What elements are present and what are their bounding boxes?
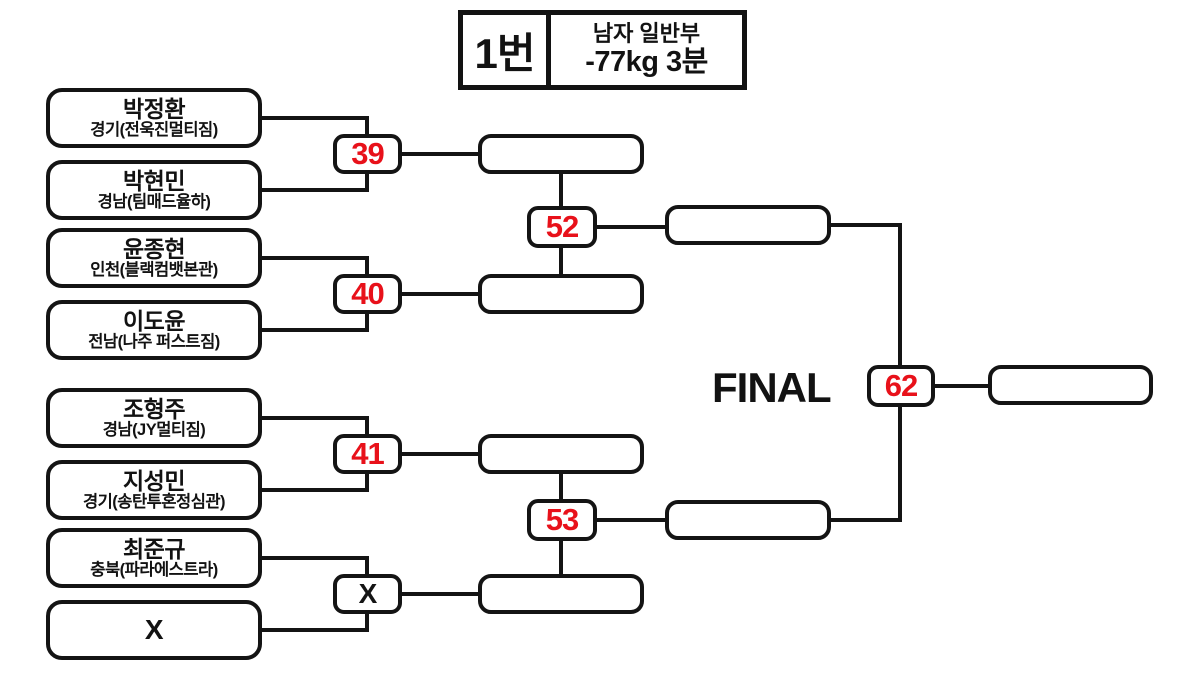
division-category: 남자 일반부 [592,20,701,46]
player-box-2: 박현민 경남(팀매드율하) [46,160,262,220]
match-box-39: 39 [333,134,402,174]
winner-slot-match-53 [665,500,831,540]
connector-line [898,223,902,367]
connector-line [258,556,369,560]
connector-line [933,384,990,388]
player-box-7: 최준규 충북(파라에스트라) [46,528,262,588]
connector-line [258,188,369,192]
winner-slot-match-40 [478,274,644,314]
player-affiliation: 인천(블랙컴뱃본관) [90,261,218,279]
player-name: 이도윤 [123,307,185,334]
connector-line [829,518,902,522]
player-name: 최준규 [123,535,185,562]
winner-slot-final [988,365,1153,405]
connector-line [829,223,902,227]
player-affiliation: 경남(팀매드율하) [97,193,211,211]
player-affiliation: 충북(파라에스트라) [90,561,218,579]
player-box-6: 지성민 경기(송탄투혼정심관) [46,460,262,520]
winner-slot-match-52 [665,205,831,245]
match-box-53: 53 [527,499,597,541]
player-box-3: 윤종현 인천(블랙컴뱃본관) [46,228,262,288]
connector-line [399,592,480,596]
player-affiliation: 전남(나주 퍼스트짐) [88,333,220,351]
player-affiliation: 경남(JY멀티짐) [102,421,206,439]
player-affiliation: 경기(전욱진멀티짐) [90,121,218,139]
bracket-number: 1번 [458,10,551,90]
player-box-4: 이도윤 전남(나주 퍼스트짐) [46,300,262,360]
match-box-41: 41 [333,434,402,474]
bracket-header: 1번 남자 일반부 -77kg 3분 [458,10,752,90]
division-weight-time: -77kg 3분 [585,46,708,79]
player-box-5: 조형주 경남(JY멀티짐) [46,388,262,448]
winner-slot-match-41 [478,434,644,474]
connector-line [258,416,369,420]
winner-slot-match-bye [478,574,644,614]
player-box-1: 박정환 경기(전욱진멀티짐) [46,88,262,148]
connector-line [258,116,369,120]
connector-line [399,292,480,296]
connector-line [595,518,667,522]
connector-line [258,328,369,332]
connector-line [258,488,369,492]
player-name: 조형주 [123,395,185,422]
final-label: FINAL [712,364,832,411]
player-name: 박정환 [123,95,185,122]
player-name: 윤종현 [123,235,185,262]
connector-line [399,152,480,156]
connector-line [258,628,369,632]
connector-line [258,256,369,260]
division-box: 남자 일반부 -77kg 3분 [546,10,747,90]
connector-line [595,225,667,229]
player-name: X [144,614,164,646]
player-affiliation: 경기(송탄투혼정심관) [82,493,226,511]
player-box-8-bye: X [46,600,262,660]
match-box-62-final: 62 [867,365,935,407]
match-box-40: 40 [333,274,402,314]
player-name: 지성민 [123,467,185,494]
winner-slot-match-39 [478,134,644,174]
match-box-52: 52 [527,206,597,248]
player-name: 박현민 [123,167,185,194]
connector-line [399,452,480,456]
match-box-bye: X [333,574,402,614]
connector-line [898,405,902,522]
